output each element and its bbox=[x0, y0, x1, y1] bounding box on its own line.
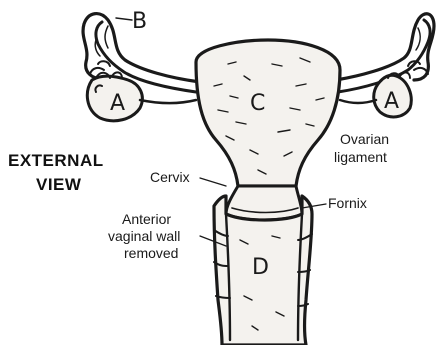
label-a-left: A bbox=[110, 91, 125, 116]
title-line-2: VIEW bbox=[36, 175, 82, 194]
right-ovary: A bbox=[374, 72, 412, 117]
cervix bbox=[226, 186, 302, 220]
label-cervix: Cervix bbox=[150, 169, 190, 185]
label-vaginal-wall-line-3: removed bbox=[124, 245, 178, 261]
label-a-right: A bbox=[384, 89, 399, 114]
label-vaginal-wall-line-2: vaginal wall bbox=[108, 228, 180, 244]
label-b-leader bbox=[116, 18, 132, 20]
label-ovarian-ligament-line-2: ligament bbox=[334, 149, 387, 165]
label-d: D bbox=[252, 255, 269, 280]
right-ovarian-ligament bbox=[340, 100, 376, 103]
left-ovary: A bbox=[87, 72, 142, 120]
label-cervix-leader bbox=[200, 178, 226, 186]
label-vaginal-wall-line-1: Anterior bbox=[122, 211, 171, 227]
label-ovarian-ligament-line-1: Ovarian bbox=[340, 131, 389, 147]
uterus-body: C bbox=[196, 40, 340, 186]
label-fornix: Fornix bbox=[328, 195, 367, 211]
left-ovarian-ligament bbox=[140, 100, 196, 103]
title-line-1: EXTERNAL bbox=[8, 151, 104, 170]
label-b: B bbox=[132, 9, 147, 34]
label-c: C bbox=[250, 91, 265, 116]
